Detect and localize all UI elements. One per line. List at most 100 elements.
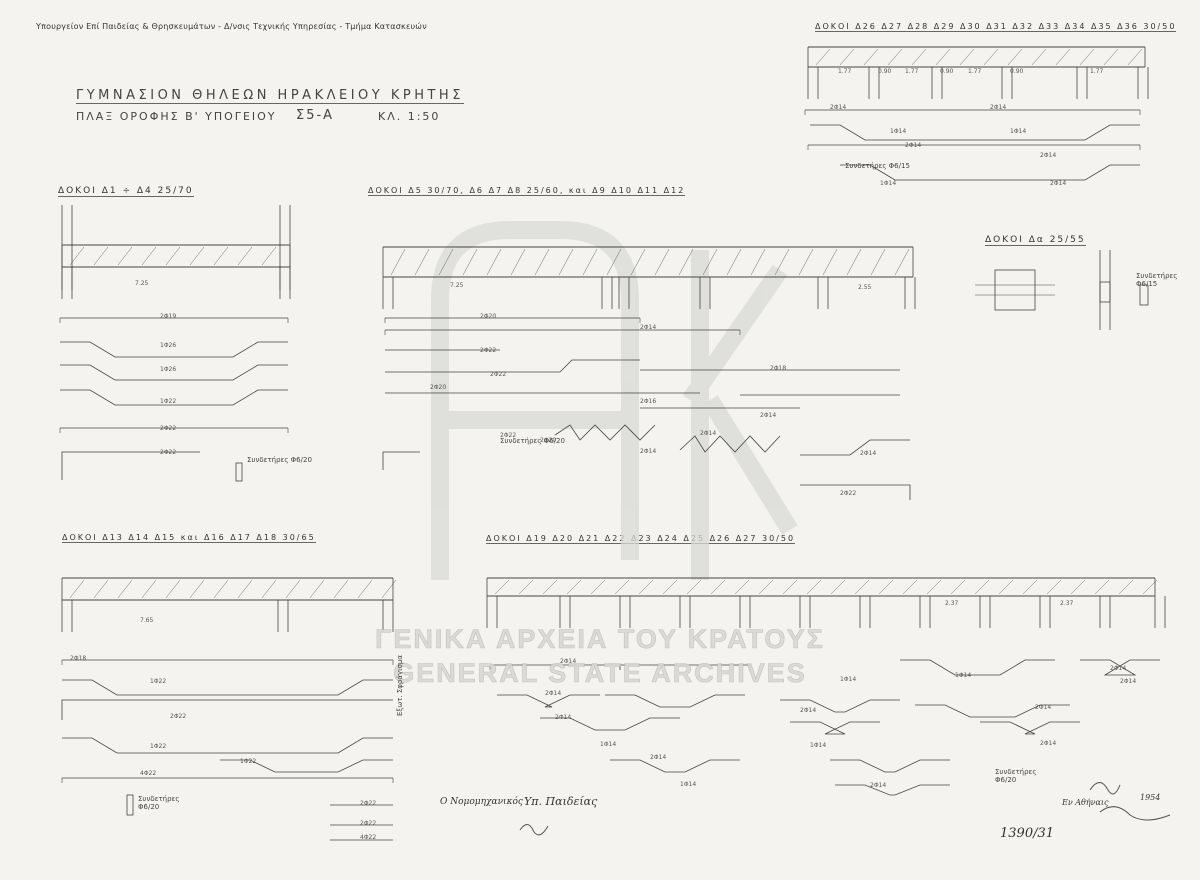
rebar-shape xyxy=(800,484,911,500)
span-dimension: 0.90 xyxy=(940,68,954,75)
footer-authority: Ο Νομομηχανικός xyxy=(440,797,523,807)
drawing-line xyxy=(894,248,910,276)
rebar-label: 1Φ22 xyxy=(240,758,257,765)
drawing-line xyxy=(678,248,694,276)
rebar-shape xyxy=(790,721,880,735)
rebar-label: 2Φ20 xyxy=(430,384,447,391)
drawing-line xyxy=(935,48,951,66)
stirrup-note-mid: Συνδετήρες Φ6/20 xyxy=(500,437,565,445)
drawing-line xyxy=(213,246,229,266)
rebar-label: 2Φ14 xyxy=(1040,740,1057,747)
drawing-line xyxy=(1142,579,1158,595)
rebar-label: 2Φ22 xyxy=(360,820,377,827)
drawing-line xyxy=(237,579,253,599)
rebar-label: 2Φ14 xyxy=(800,707,817,714)
rebar-shape xyxy=(62,679,393,696)
drawing-line xyxy=(614,579,630,595)
drawing-line xyxy=(494,579,510,595)
section-title-mid-top: ΔΟΚΟΙ Δ5 30/70, Δ6 Δ7 Δ8 25/60, και Δ9 Δ… xyxy=(368,186,686,196)
drawing-line xyxy=(590,579,606,595)
ministry-header: Υπουργείον Επί Παιδείας & Θρησκευμάτων -… xyxy=(36,22,427,31)
stirrup-note-left: Συνδετήρες Φ6/20 xyxy=(247,456,312,464)
rebar-shape xyxy=(800,439,910,456)
drawing-line xyxy=(285,579,301,599)
drawing-line xyxy=(878,579,894,595)
drawing-line xyxy=(566,579,582,595)
rebar-label: 1Φ26 xyxy=(160,342,177,349)
section-title-bottom-right: ΔΟΚΟΙ Δ19 Δ20 Δ21 Δ22 Δ23 Δ24 Δ25 Δ26 Δ2… xyxy=(486,534,796,544)
drawing-line xyxy=(518,579,534,595)
drawing-line xyxy=(1007,48,1023,66)
rebar-label: 2Φ14 xyxy=(990,104,1007,111)
rebar-label: 2Φ14 xyxy=(905,142,922,149)
drawing-line xyxy=(141,579,157,599)
rebar-label: 2Φ18 xyxy=(770,365,787,372)
rebar-shape xyxy=(780,699,900,713)
span-dimension: 1.77 xyxy=(1090,68,1104,75)
drawing-line xyxy=(1046,579,1062,595)
rebar-label: 1Φ14 xyxy=(680,781,697,788)
archive-watermark-english: GENERAL STATE ARCHIVES xyxy=(393,658,807,689)
rebar-label: 2Φ14 xyxy=(830,104,847,111)
rebar-label: 2Φ14 xyxy=(860,450,877,457)
rebar-label: 1Φ22 xyxy=(150,743,167,750)
drawing-line xyxy=(774,248,790,276)
drawing-line xyxy=(93,579,109,599)
rebar-shape xyxy=(679,435,781,453)
span-dimension: 1.77 xyxy=(968,68,982,75)
drawing-line xyxy=(863,48,879,66)
rebar-shape xyxy=(220,759,393,773)
rebar-label: 1Φ22 xyxy=(150,678,167,685)
drawing-line xyxy=(710,579,726,595)
span-dimension: 1.77 xyxy=(838,68,852,75)
rebar-label: 2Φ20 xyxy=(540,437,557,444)
drawing-line xyxy=(839,48,855,66)
drawing-line xyxy=(822,248,838,276)
drawing-line xyxy=(542,579,558,595)
rebar-label: 2Φ14 xyxy=(650,754,667,761)
rebar-label: 2Φ14 xyxy=(700,430,717,437)
rebar-shape xyxy=(60,389,288,406)
drawing-line xyxy=(165,246,181,266)
rebar-shape xyxy=(810,124,1140,141)
drawing-line xyxy=(1118,579,1134,595)
drawing-line xyxy=(902,579,918,595)
drawing-line xyxy=(854,579,870,595)
drawing-line xyxy=(782,579,798,595)
rebar-label: 2Φ20 xyxy=(480,313,497,320)
span-dimension: 0.90 xyxy=(878,68,892,75)
rebar-label: 2Φ14 xyxy=(1035,704,1052,711)
drawing-line xyxy=(654,248,670,276)
rebar-shape xyxy=(497,694,600,708)
drawing-line xyxy=(69,246,85,266)
drawing-line xyxy=(870,248,886,276)
drawing-line xyxy=(333,579,349,599)
drawing-line xyxy=(630,248,646,276)
rebar-shape xyxy=(900,659,1055,676)
drawing-line xyxy=(558,248,574,276)
drawing-outline xyxy=(235,462,243,482)
drawing-line xyxy=(213,579,229,599)
rebar-label: 4Φ22 xyxy=(360,834,377,841)
drawing-scale: ΚΛ. 1:50 xyxy=(378,110,441,123)
span-dimension: 7.25 xyxy=(135,280,149,287)
rebar-shape xyxy=(980,721,1080,735)
drawing-line xyxy=(534,248,550,276)
rebar-label: 1Φ14 xyxy=(880,180,897,187)
rebar-label: 2Φ14 xyxy=(870,782,887,789)
drawing-line xyxy=(189,246,205,266)
span-dimension: 2.55 xyxy=(858,284,872,291)
drawing-line xyxy=(911,48,927,66)
drawing-line xyxy=(93,246,109,266)
rebar-label: 2Φ16 xyxy=(640,398,657,405)
rebar-shape xyxy=(61,451,200,480)
rebar-shape xyxy=(61,699,393,720)
drawing-line xyxy=(486,248,502,276)
rebar-label: 2Φ22 xyxy=(500,432,517,439)
rebar-label: 2Φ14 xyxy=(1120,678,1137,685)
rebar-shape xyxy=(915,704,1070,718)
rebar-shape xyxy=(540,717,680,731)
